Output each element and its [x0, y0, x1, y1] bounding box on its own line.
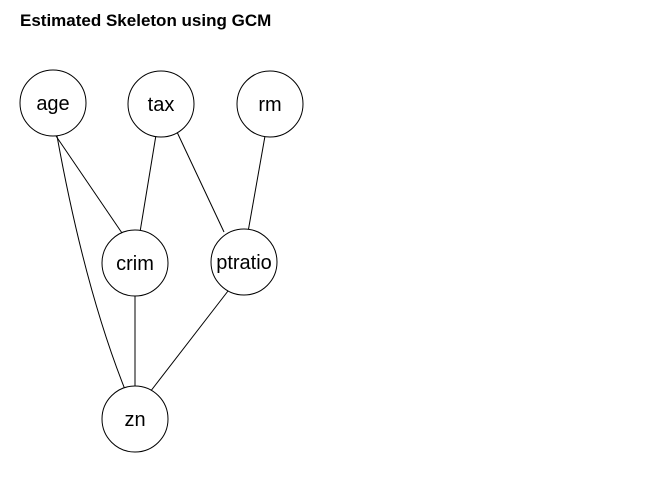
- node-rm: rm: [236, 70, 304, 138]
- edges-layer: [55, 131, 266, 393]
- node-label-age: age: [36, 93, 69, 115]
- node-label-ptratio: ptratio: [216, 252, 272, 274]
- edge-tax-ptratio: [176, 131, 225, 233]
- nodes-layer: age tax rm crim ptratio zn: [19, 69, 304, 453]
- edge-age-zn: [56, 135, 127, 393]
- edge-age-crim: [55, 135, 123, 234]
- edge-tax-crim: [139, 134, 157, 233]
- node-circle-zn: [101, 385, 169, 453]
- edge-ptratio-zn: [149, 290, 229, 393]
- node-age: age: [19, 69, 87, 137]
- node-circle-rm: [236, 70, 304, 138]
- node-circle-crim: [101, 229, 169, 297]
- node-tax: tax: [127, 70, 195, 138]
- node-ptratio: ptratio: [210, 228, 278, 296]
- node-label-zn: zn: [124, 409, 145, 431]
- edge-rm-ptratio: [247, 135, 266, 233]
- node-label-tax: tax: [148, 94, 175, 116]
- node-circle-age: [19, 69, 87, 137]
- node-crim: crim: [101, 229, 169, 297]
- node-label-crim: crim: [116, 253, 154, 275]
- node-circle-ptratio: [210, 228, 278, 296]
- node-zn: zn: [101, 385, 169, 453]
- diagram-title: Estimated Skeleton using GCM: [20, 11, 271, 30]
- node-circle-tax: [127, 70, 195, 138]
- node-label-rm: rm: [258, 94, 281, 116]
